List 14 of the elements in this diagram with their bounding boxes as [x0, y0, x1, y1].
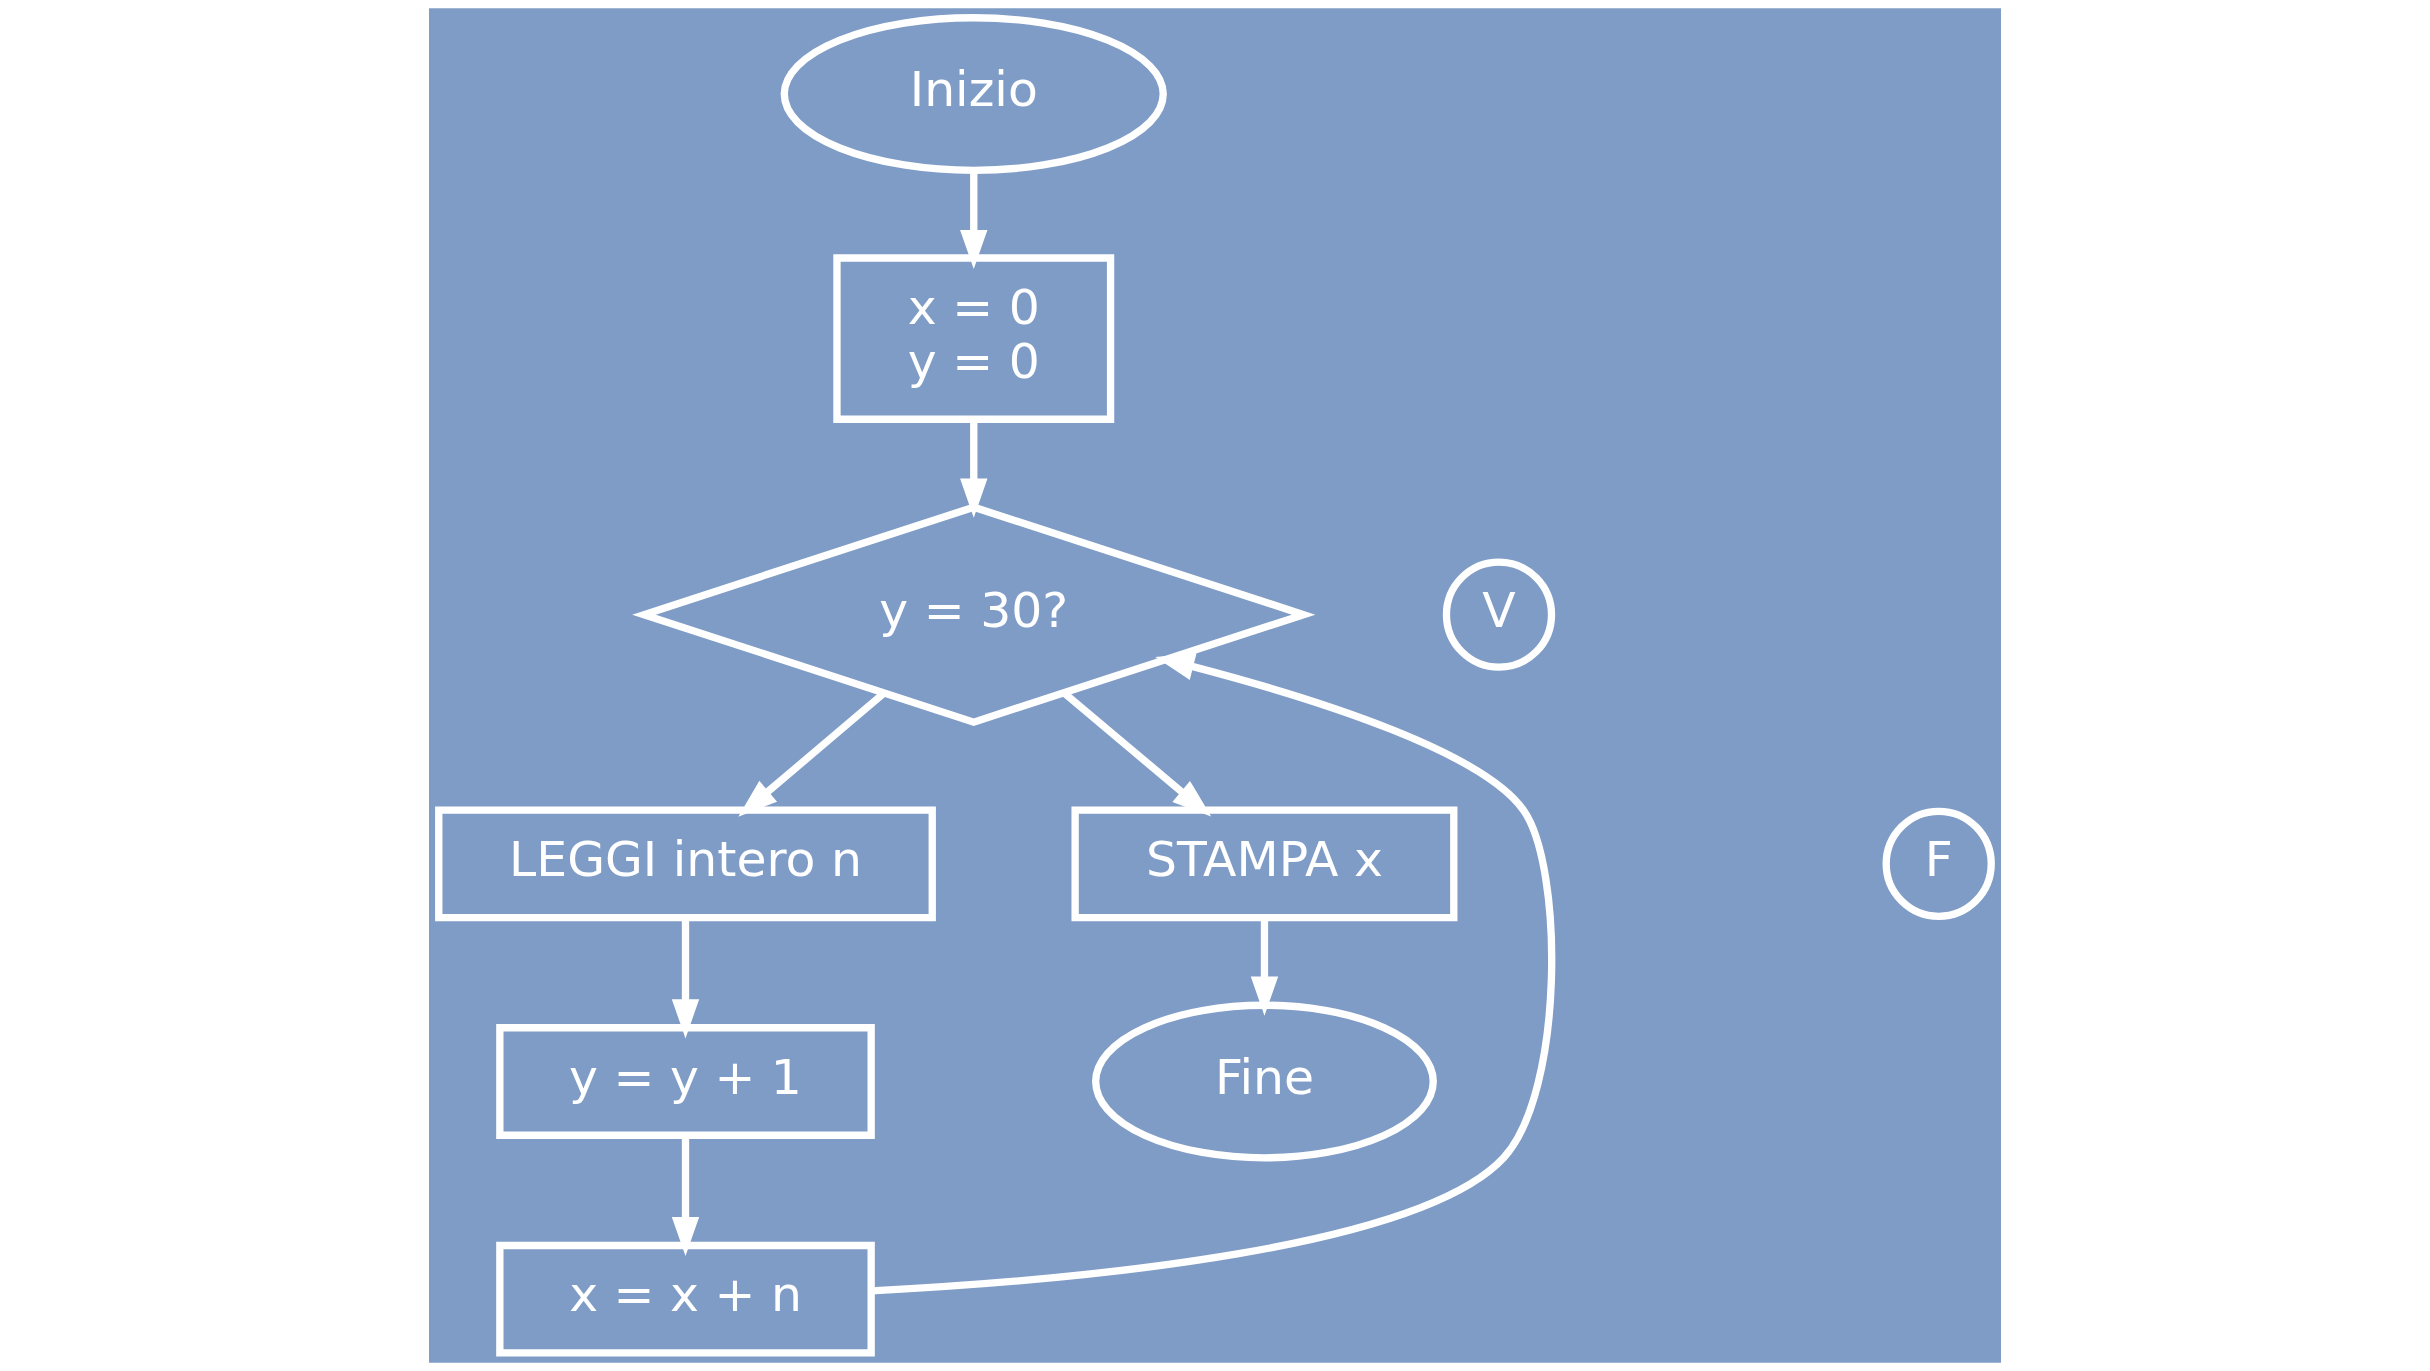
node-ellipse: Inizio: [780, 14, 1167, 174]
node-box: LEGGI intero n: [435, 806, 936, 922]
node-box: y = y + 1: [496, 1024, 875, 1139]
node-box: STAMPA x: [1071, 806, 1458, 922]
node-box: x = 0 y = 0: [833, 254, 1115, 423]
node-diamond: y = 30?: [632, 503, 1316, 726]
node-ellipse: Fine: [1092, 1001, 1437, 1162]
node-circle: V: [1442, 558, 1556, 671]
arrow: [960, 170, 988, 270]
arrow: [871, 653, 1556, 1295]
node-box: x = x + n: [496, 1241, 875, 1357]
arrow: [1250, 917, 1279, 1016]
arrow: [960, 419, 988, 518]
node-circle: F: [1882, 807, 1995, 920]
